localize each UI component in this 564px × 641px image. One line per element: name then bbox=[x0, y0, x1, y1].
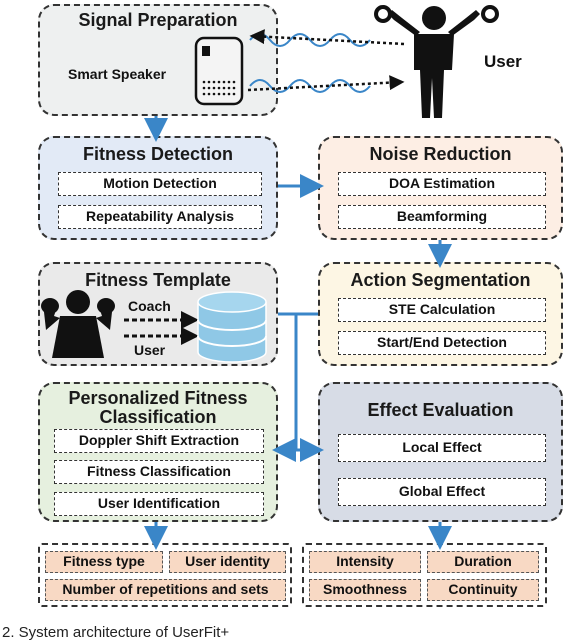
signal-wave-icon bbox=[247, 29, 405, 93]
motion-detection-item: Motion Detection bbox=[58, 172, 262, 196]
signal-preparation-title: Signal Preparation bbox=[78, 10, 238, 30]
outputs-right-box: Intensity Duration Smoothness Continuity bbox=[302, 543, 547, 607]
user-identification-item: User Identification bbox=[54, 492, 264, 516]
fitness-detection-title: Fitness Detection bbox=[82, 144, 234, 164]
classification-title-line2: Classification bbox=[99, 407, 217, 427]
user-label: User bbox=[484, 52, 522, 71]
template-user-label: User bbox=[134, 342, 166, 358]
user-figure-icon bbox=[374, 5, 499, 118]
coach-figure-icon bbox=[41, 290, 115, 358]
flow-arrows bbox=[144, 116, 452, 550]
outputs-left-box: Fitness type User identity Number of rep… bbox=[38, 543, 292, 607]
effect-evaluation-box: Effect Evaluation Local Effect Global Ef… bbox=[318, 382, 563, 522]
noise-reduction-box: Noise Reduction DOA Estimation Beamformi… bbox=[318, 136, 563, 240]
coach-label: Coach bbox=[128, 298, 171, 314]
start-end-detection-item: Start/End Detection bbox=[338, 331, 546, 355]
classification-title-line1: Personalized Fitness bbox=[68, 388, 248, 408]
smart-speaker-label: Smart Speaker bbox=[68, 66, 167, 82]
database-icon bbox=[197, 291, 267, 363]
noise-reduction-title: Noise Reduction bbox=[369, 144, 512, 164]
fitness-classification-item: Fitness Classification bbox=[54, 460, 264, 484]
action-segmentation-title: Action Segmentation bbox=[350, 270, 531, 290]
fitness-detection-box: Fitness Detection Motion Detection Repea… bbox=[38, 136, 278, 240]
figure-caption: 2. System architecture of UserFit+ bbox=[2, 624, 230, 641]
output-duration: Duration bbox=[427, 551, 539, 573]
doppler-shift-item: Doppler Shift Extraction bbox=[54, 429, 264, 453]
local-effect-item: Local Effect bbox=[338, 434, 546, 462]
output-fitness-type: Fitness type bbox=[45, 551, 163, 573]
output-intensity: Intensity bbox=[309, 551, 421, 573]
output-user-identity: User identity bbox=[169, 551, 286, 573]
output-continuity: Continuity bbox=[427, 579, 539, 601]
global-effect-item: Global Effect bbox=[338, 478, 546, 506]
doa-estimation-item: DOA Estimation bbox=[338, 172, 546, 196]
smart-speaker-icon bbox=[194, 36, 244, 106]
beamforming-item: Beamforming bbox=[338, 205, 546, 229]
output-repetitions-sets: Number of repetitions and sets bbox=[45, 579, 286, 601]
effect-evaluation-title: Effect Evaluation bbox=[367, 400, 514, 420]
ste-calculation-item: STE Calculation bbox=[338, 298, 546, 322]
output-smoothness: Smoothness bbox=[309, 579, 421, 601]
repeatability-analysis-item: Repeatability Analysis bbox=[58, 205, 262, 229]
fitness-template-title: Fitness Template bbox=[85, 270, 231, 290]
